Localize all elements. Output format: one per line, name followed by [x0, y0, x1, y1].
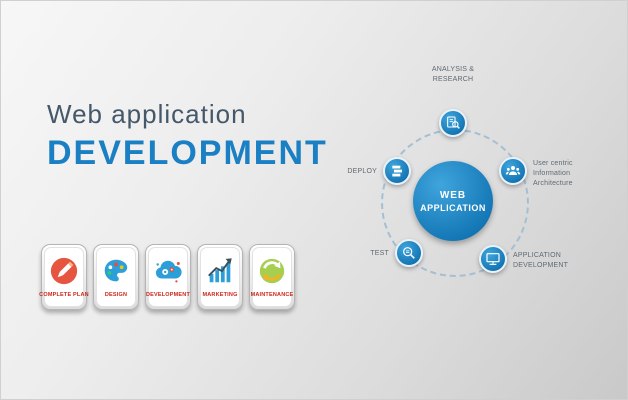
node-deploy	[383, 157, 411, 185]
label-test: TEST	[370, 250, 389, 257]
label-application-development: APPLICATION DEVELOPMENT	[513, 252, 569, 270]
cloud-gears-icon	[153, 256, 183, 286]
badge-card: DESIGN	[96, 247, 136, 307]
badge-label: MAINTENANCE	[250, 292, 294, 298]
node-test	[395, 239, 423, 267]
title-line2: DEVELOPMENT	[47, 134, 328, 172]
maintenance-icon	[257, 256, 287, 286]
badge-marketing: MARKETING	[197, 244, 243, 310]
badge-label: DESIGN	[104, 292, 128, 298]
badge-card: DEVELOPMENT	[145, 247, 191, 307]
badge-maintenance: MAINTENANCE	[249, 244, 295, 310]
badge-complete-plan: COMPLETE PLAN	[39, 244, 89, 310]
label-user-centric: User centric Information Architecture	[533, 160, 573, 188]
stack-icon	[392, 165, 402, 177]
palette-icon	[101, 256, 131, 286]
badge-card: MARKETING	[200, 247, 240, 307]
badge-card: COMPLETE PLAN	[39, 247, 89, 307]
title-line1: Web application	[47, 99, 247, 129]
badge-label: COMPLETE PLAN	[39, 292, 89, 298]
center-circle-line2: APPLICATION	[420, 202, 486, 213]
analysis-research-icon	[447, 116, 460, 129]
badge-row: COMPLETE PLAN DESIGN DEVELOPMENT	[39, 244, 295, 310]
dashed-ring	[381, 129, 529, 277]
badge-development: DEVELOPMENT	[145, 244, 191, 310]
badge-card: MAINTENANCE	[250, 247, 294, 307]
badge-design: DESIGN	[93, 244, 139, 310]
users-icon	[505, 166, 521, 175]
node-analysis	[439, 109, 467, 137]
label-analysis-research: ANALYSIS & RESEARCH	[431, 66, 475, 84]
monitor-icon	[486, 253, 500, 265]
center-circle-line1: WEB	[439, 189, 467, 201]
node-application-development	[479, 245, 507, 273]
badge-label: MARKETING	[202, 292, 238, 298]
page-title: Web application DEVELOPMENT	[47, 99, 328, 173]
label-deploy: DEPLOY	[347, 168, 377, 175]
center-circle: WEB APPLICATION	[413, 161, 493, 241]
badge-label: DEVELOPMENT	[145, 292, 191, 298]
node-user-centric	[499, 157, 527, 185]
pencil-icon	[49, 256, 79, 286]
magnifier-icon	[403, 247, 415, 259]
chart-icon	[205, 256, 235, 286]
